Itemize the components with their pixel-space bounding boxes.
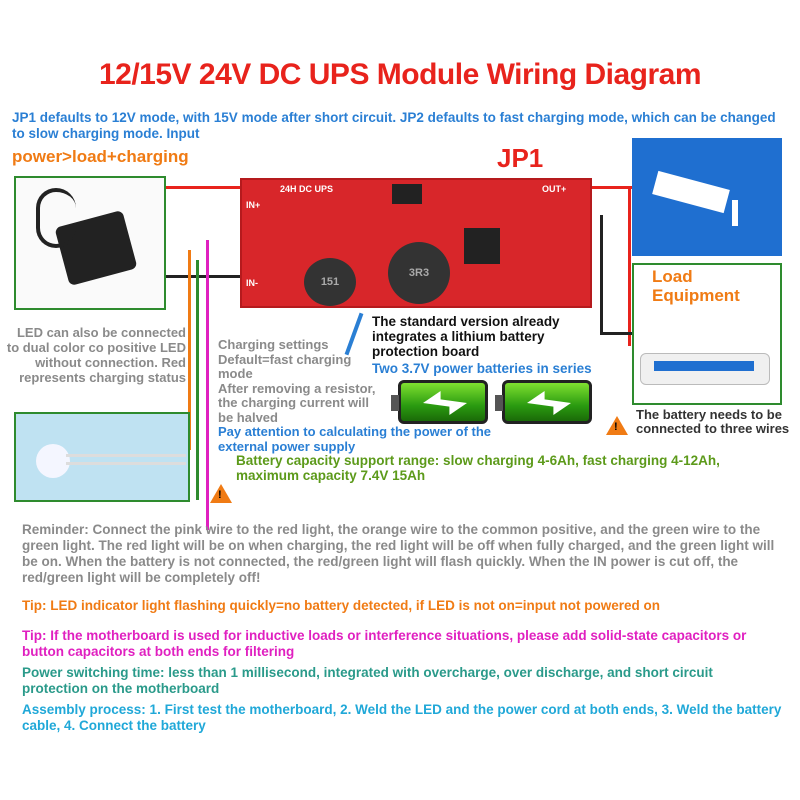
output-positive-wire <box>592 186 632 189</box>
led-leg <box>66 462 186 465</box>
input-negative-wire <box>166 275 242 278</box>
load-negative-wire <box>603 332 633 335</box>
tip-led: Tip: LED indicator light flashing quickl… <box>22 598 661 613</box>
switching-note: Power switching time: less than 1 millis… <box>22 665 713 696</box>
intro-text: JP1 defaults to 12V mode, with 15V mode … <box>12 110 776 141</box>
cctv-camera-icon <box>652 170 730 214</box>
warning-icon: ! <box>606 416 628 435</box>
charging-settings-title: Charging settings <box>218 337 329 352</box>
load-label: Load Equipment <box>652 267 740 305</box>
output-negative-wire <box>600 215 603 335</box>
router-panel <box>654 361 754 371</box>
charging-settings: Charging settings Default=fast charging … <box>218 337 378 425</box>
load-positive-wire <box>628 186 631 346</box>
tip-filtering: Tip: If the motherboard is used for indu… <box>22 628 747 659</box>
ups-module-board: 24H DC UPS IN+ IN- OUT+ 151 3R3 <box>240 178 592 308</box>
led-leg <box>66 454 186 457</box>
input-positive-wire <box>166 186 242 189</box>
camera-mount-icon <box>732 200 738 226</box>
power-note: Pay attention to calculating the power o… <box>218 424 492 454</box>
power-adapter-image <box>14 176 166 310</box>
in-minus-label: IN- <box>246 278 258 288</box>
led-common-wire <box>188 250 191 450</box>
in-plus-label: IN+ <box>246 200 261 210</box>
flow-label: power>load+charging <box>12 147 189 166</box>
battery-1-icon <box>391 380 488 424</box>
led-green-wire <box>196 260 199 500</box>
chip <box>464 228 500 264</box>
inductor-3r3: 3R3 <box>388 242 450 304</box>
battery-2-icon <box>495 380 592 424</box>
assembly-note: Assembly process: 1. First test the moth… <box>22 702 782 733</box>
out-plus-label: OUT+ <box>542 184 567 194</box>
warning-icon: ! <box>210 484 232 503</box>
battery-wires-note: The battery needs to be connected to thr… <box>636 407 790 436</box>
reminder-text: Reminder: Connect the pink wire to the r… <box>22 522 775 585</box>
camera-image <box>632 138 782 256</box>
mosfet <box>392 184 422 204</box>
batteries-note: Two 3.7V power batteries in series <box>372 361 592 376</box>
jp1-label: JP1 <box>497 143 544 173</box>
protection-note: The standard version already integrates … <box>372 314 560 359</box>
charging-default: Default=fast charging mode <box>218 351 352 381</box>
charging-resistor-note: After removing a resistor, the charging … <box>218 380 376 425</box>
page-title: 12/15V 24V DC UPS Module Wiring Diagram <box>98 58 702 91</box>
capacity-note: Battery capacity support range: slow cha… <box>236 453 720 483</box>
load-equipment-box: Load Equipment <box>632 263 782 405</box>
led-icon <box>36 444 70 478</box>
led-image <box>14 412 190 502</box>
cable-icon <box>36 188 76 248</box>
inductor-151: 151 <box>304 258 356 306</box>
led-red-wire <box>206 240 209 530</box>
board-name: 24H DC UPS <box>280 184 334 194</box>
led-note: LED can also be connected to dual color … <box>6 325 186 385</box>
